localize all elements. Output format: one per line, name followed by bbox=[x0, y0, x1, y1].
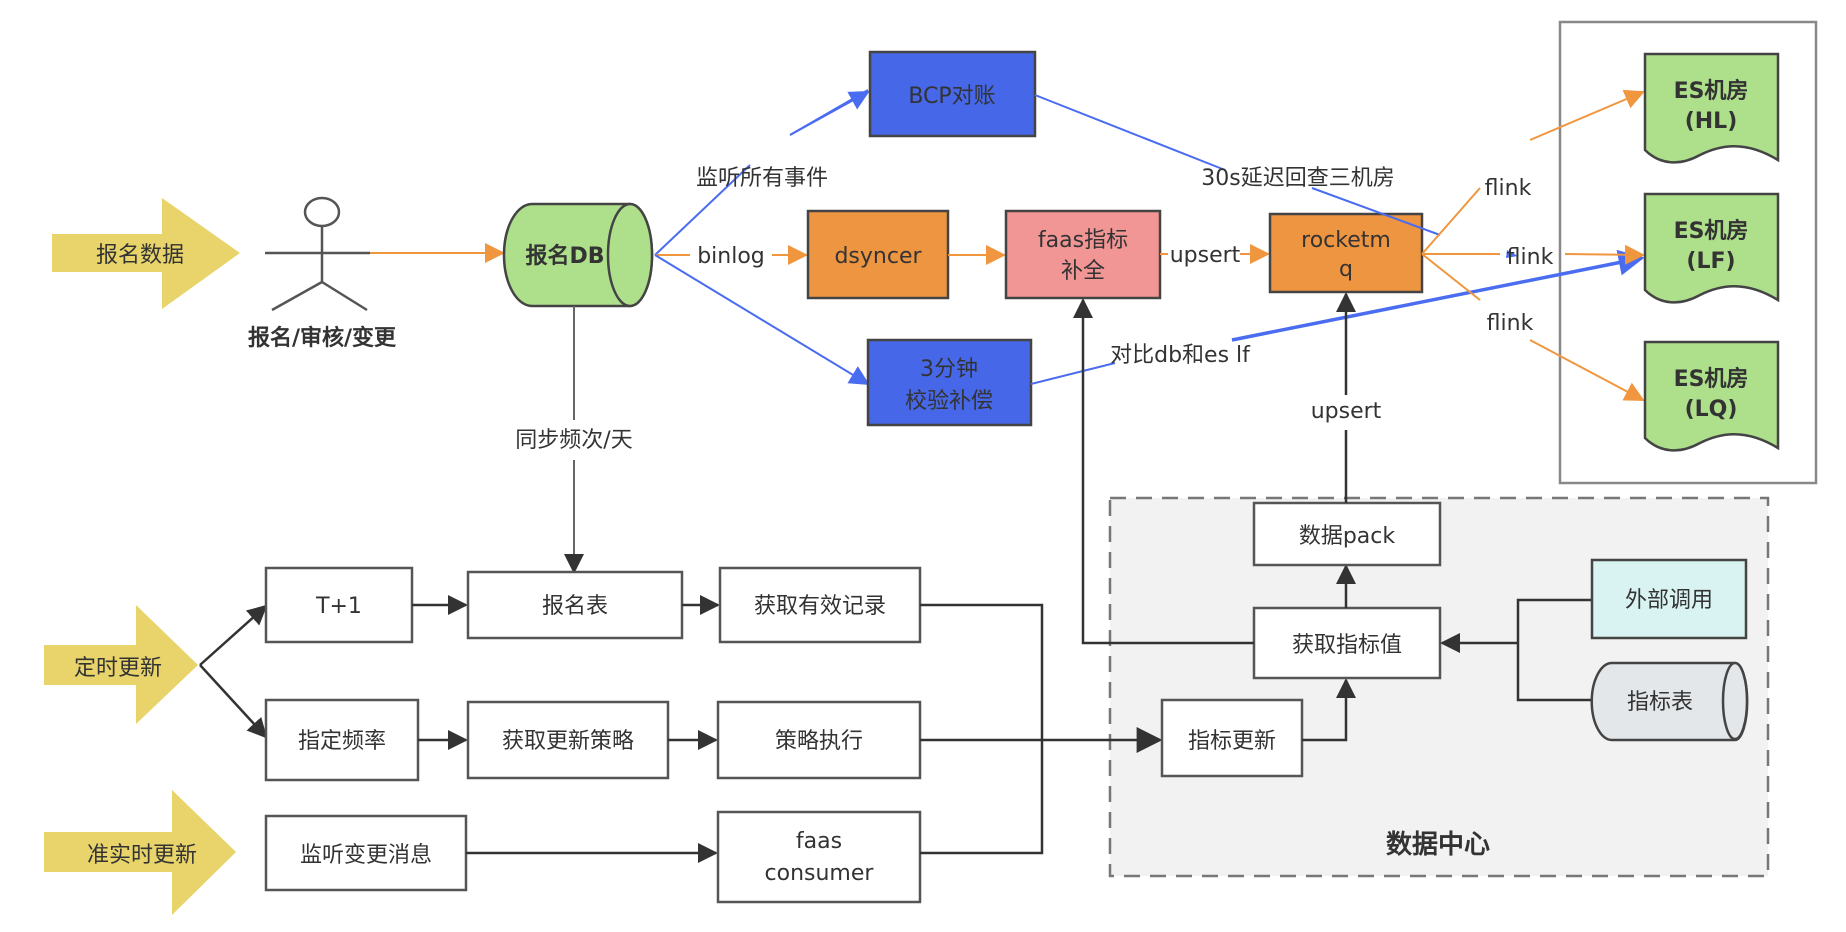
node-dsyncer[interactable]: dsyncer bbox=[806, 209, 950, 300]
node-label-line1: faas bbox=[796, 829, 842, 854]
edge-label-binlog: binlog bbox=[697, 244, 765, 269]
edge-compare-to-lf bbox=[1231, 249, 1645, 342]
edge-flink-to-lf bbox=[1564, 244, 1645, 265]
node-label: 指标表 bbox=[1627, 690, 1693, 715]
node-label: BCP对账 bbox=[908, 84, 995, 109]
input-label-scheduled-update: 定时更新 bbox=[74, 656, 162, 681]
node-get-update-strategy[interactable]: 获取更新策略 bbox=[466, 700, 670, 780]
edge-label-upsert-to-mq: upsert bbox=[1170, 243, 1241, 268]
yellow-arrow-shape bbox=[52, 198, 240, 309]
node-label: T+1 bbox=[315, 594, 362, 619]
edge-scheduled-to-t1 bbox=[199, 604, 268, 666]
node-set-frequency[interactable]: 指定频率 bbox=[264, 698, 420, 782]
node-label: 监听变更消息 bbox=[300, 843, 432, 868]
node-data-pack[interactable]: 数据pack bbox=[1252, 501, 1442, 567]
node-bcp-reconcile[interactable]: BCP对账 bbox=[868, 50, 1037, 138]
node-get-valid-records[interactable]: 获取有效记录 bbox=[718, 566, 922, 644]
edge-mq-to-flink-hl bbox=[1421, 187, 1481, 255]
document-shape bbox=[1643, 192, 1780, 304]
node-label: 获取更新策略 bbox=[502, 729, 634, 754]
input-label-signup-data: 报名数据 bbox=[96, 243, 184, 268]
edge-label-flink-lf: flink bbox=[1507, 245, 1554, 270]
node-label-line1: rocketm bbox=[1301, 228, 1391, 253]
yellow-arrow-shape bbox=[44, 605, 198, 724]
node-rocketmq[interactable]: rocketm q bbox=[1268, 212, 1424, 294]
node-label-line2: consumer bbox=[765, 861, 875, 886]
node-execute-strategy[interactable]: 策略执行 bbox=[716, 700, 922, 780]
edge-get-value-to-faas-fill bbox=[1073, 298, 1254, 645]
node-es-hl[interactable]: ES机房 (HL) bbox=[1643, 52, 1780, 164]
data-center-title: 数据中心 bbox=[1386, 830, 1490, 860]
edge-label-sync-frequency: 同步频次/天 bbox=[515, 428, 632, 453]
edge-verify-to-compare bbox=[1030, 362, 1116, 385]
document-shape bbox=[1643, 52, 1780, 164]
edge-flink-to-hl bbox=[1529, 89, 1645, 141]
edge-flink-to-lq bbox=[1529, 339, 1645, 401]
edge-mq-to-flink-lq bbox=[1421, 253, 1481, 301]
node-es-lf[interactable]: ES机房 (LF) bbox=[1643, 192, 1780, 304]
input-scheduled-update: 定时更新 bbox=[44, 605, 198, 724]
node-label: 指标更新 bbox=[1188, 729, 1276, 754]
node-label-line1: 3分钟 bbox=[920, 357, 978, 382]
edge-db-to-verify bbox=[654, 254, 870, 386]
node-label: 获取有效记录 bbox=[754, 594, 886, 619]
edge-merge-bus bbox=[920, 603, 1044, 855]
edge-label-listen-all-events: 监听所有事件 bbox=[696, 166, 828, 191]
document-shape bbox=[1643, 340, 1780, 452]
node-signup-db[interactable]: 报名DB bbox=[502, 202, 654, 308]
input-signup-data: 报名数据 bbox=[52, 198, 240, 309]
node-label: dsyncer bbox=[834, 244, 922, 269]
es-label-line1: ES机房 bbox=[1674, 78, 1749, 104]
edge-label-compare-db-es: 对比db和es lf bbox=[1110, 343, 1251, 368]
edge-scheduled-to-frequency bbox=[199, 664, 268, 739]
node-label-line2: q bbox=[1339, 257, 1353, 282]
input-label-near-realtime-update: 准实时更新 bbox=[87, 843, 197, 868]
edge-sources-bus bbox=[1516, 598, 1592, 702]
node-label: 外部调用 bbox=[1625, 588, 1713, 613]
node-faas-metric-fill[interactable]: faas指标 补全 bbox=[1004, 209, 1162, 300]
edge-delay-arrowhead bbox=[1506, 250, 1518, 258]
node-label-line2: 补全 bbox=[1061, 259, 1105, 284]
node-get-metric-value[interactable]: 获取指标值 bbox=[1252, 606, 1442, 680]
es-label-line2: (LQ) bbox=[1685, 397, 1738, 422]
edge-label-flink-lq: flink bbox=[1487, 311, 1534, 336]
node-label: 获取指标值 bbox=[1292, 633, 1402, 658]
node-3min-verify[interactable]: 3分钟 校验补偿 bbox=[866, 338, 1033, 427]
node-external-call[interactable]: 外部调用 bbox=[1590, 558, 1748, 640]
node-metric-update[interactable]: 指标更新 bbox=[1160, 698, 1304, 778]
node-label: 数据pack bbox=[1299, 524, 1396, 549]
node-metric-table[interactable]: 指标表 bbox=[1590, 661, 1749, 742]
node-faas-consumer[interactable]: faas consumer bbox=[716, 810, 922, 904]
node-es-lq[interactable]: ES机房 (LQ) bbox=[1643, 340, 1780, 452]
edge-metric-update-to-get-value bbox=[1302, 678, 1356, 742]
es-label-line1: ES机房 bbox=[1674, 218, 1749, 244]
actor-label: 报名/审核/变更 bbox=[248, 325, 397, 351]
es-label-line2: (LF) bbox=[1686, 249, 1735, 274]
node-label: 策略执行 bbox=[775, 729, 863, 754]
edge-bcp-to-delay bbox=[1034, 94, 1226, 171]
node-label: 指定频率 bbox=[298, 729, 386, 754]
node-label-line2: 校验补偿 bbox=[905, 389, 993, 414]
edge-label-flink-hl: flink bbox=[1485, 176, 1532, 201]
edge-label-delay-check: 30s延迟回查三机房 bbox=[1201, 166, 1394, 191]
node-signup-table[interactable]: 报名表 bbox=[466, 570, 684, 640]
yellow-arrow-shape bbox=[44, 790, 236, 915]
node-listen-change-msg[interactable]: 监听变更消息 bbox=[264, 814, 468, 892]
actor: 报名/审核/变更 bbox=[248, 196, 397, 351]
node-label: 报名DB bbox=[525, 243, 604, 269]
edge-delay-to-lf bbox=[1311, 187, 1441, 236]
node-label-line1: faas指标 bbox=[1038, 228, 1128, 253]
es-label-line1: ES机房 bbox=[1674, 366, 1749, 392]
edge-label-upsert-from-pack: upsert bbox=[1311, 399, 1382, 424]
edge-db-to-bcp bbox=[789, 91, 870, 136]
es-label-line2: (HL) bbox=[1685, 109, 1738, 134]
input-near-realtime-update: 准实时更新 bbox=[44, 790, 236, 915]
node-label: 报名表 bbox=[542, 594, 608, 619]
node-t-plus-1[interactable]: T+1 bbox=[264, 566, 414, 644]
